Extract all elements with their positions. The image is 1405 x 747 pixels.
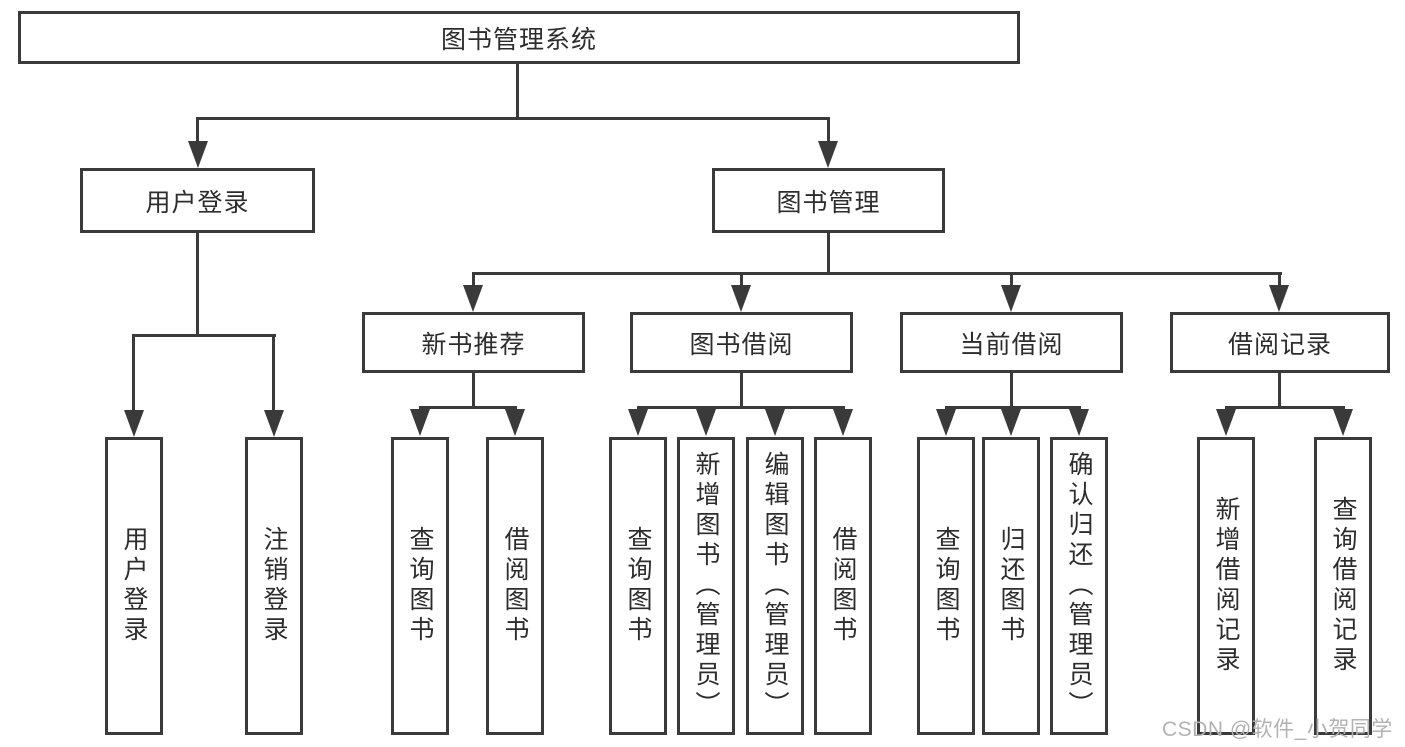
connector-line [637, 406, 845, 409]
node-borrowing-records: 借阅记录 [1170, 312, 1390, 373]
connector-line [196, 117, 830, 120]
arrow-down-icon [765, 409, 785, 436]
leaf-records-add-record: 新增借阅记录 [1197, 437, 1255, 735]
node-book-management: 图书管理 [712, 168, 945, 233]
leaf-borrowing-edit-books-admin: 编辑图书（管理员） [746, 437, 804, 735]
arrow-down-icon [696, 409, 716, 436]
node-current-borrowing: 当前借阅 [900, 312, 1123, 373]
leaf-current-query-books: 查询图书 [917, 437, 975, 735]
connector-line [945, 406, 1081, 409]
connector-line [472, 272, 475, 288]
arrow-down-icon [505, 409, 525, 436]
arrow-down-icon [188, 141, 208, 168]
connector-line [740, 272, 743, 288]
connector-line [472, 371, 475, 409]
arrow-down-icon [818, 141, 838, 168]
arrow-down-icon [1269, 285, 1289, 312]
leaf-logout-login: 注销登录 [245, 437, 303, 735]
arrow-down-icon [1216, 409, 1236, 436]
connector-line [1010, 371, 1013, 409]
arrow-down-icon [936, 409, 956, 436]
arrow-down-icon [264, 410, 284, 437]
arrow-down-icon [1069, 409, 1089, 436]
arrow-down-icon [410, 409, 430, 436]
connector-line [272, 334, 275, 412]
connector-line [472, 272, 1282, 275]
connector-line [132, 334, 135, 412]
connector-line [827, 231, 830, 275]
leaf-borrowing-add-books-admin: 新增图书（管理员） [677, 437, 735, 735]
arrow-down-icon [463, 285, 483, 312]
connector-line [1278, 371, 1281, 409]
connector-line [196, 231, 199, 336]
connector-line [516, 63, 519, 119]
node-new-book-recommendation: 新书推荐 [362, 312, 585, 373]
leaf-borrowing-borrow-books: 借阅图书 [814, 437, 872, 735]
arrow-down-icon [731, 285, 751, 312]
connector-line [740, 371, 743, 409]
connector-line [827, 117, 830, 145]
leaf-recommend-query-books: 查询图书 [391, 437, 449, 735]
arrow-down-icon [1333, 409, 1353, 436]
node-library-system: 图书管理系统 [18, 11, 1020, 64]
node-user-login: 用户登录 [80, 168, 315, 233]
leaf-current-return-books: 归还图书 [982, 437, 1040, 735]
arrow-down-icon [1001, 409, 1021, 436]
connector-line [196, 117, 199, 145]
leaf-user-login: 用户登录 [105, 437, 163, 735]
node-book-borrowing: 图书借阅 [630, 312, 853, 373]
connector-line [1225, 406, 1345, 409]
watermark-text: CSDN @软件_小贺同学 [1162, 718, 1393, 741]
connector-line [133, 334, 276, 337]
connector-line [1010, 272, 1013, 288]
leaf-recommend-borrow-books: 借阅图书 [486, 437, 544, 735]
leaf-borrowing-query-books: 查询图书 [609, 437, 667, 735]
arrow-down-icon [833, 409, 853, 436]
arrow-down-icon [1001, 285, 1021, 312]
connector-line [1278, 272, 1281, 288]
connector-line [419, 406, 517, 409]
arrow-down-icon [628, 409, 648, 436]
arrow-down-icon [124, 410, 144, 437]
leaf-current-confirm-return-admin: 确认归还（管理员） [1050, 437, 1108, 735]
leaf-records-query-record: 查询借阅记录 [1314, 437, 1372, 735]
